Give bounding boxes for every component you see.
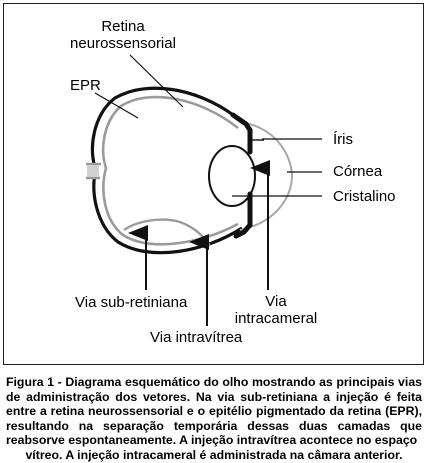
caption-last-line: vítreo. A injeção intracameral é adminis…	[25, 447, 403, 462]
epr-leader	[94, 92, 139, 119]
caption-text: Figura 1 - Diagrama esquemático do olho …	[6, 375, 422, 448]
label-retina: Retina neurossensorial	[60, 18, 186, 52]
label-via-line2: intracameral	[234, 310, 318, 327]
label-cristalino: Cristalino	[333, 188, 396, 205]
label-via-line1: Via	[265, 293, 287, 310]
iris-top	[230, 112, 253, 155]
figure-frame	[3, 3, 424, 365]
label-cornea: Córnea	[333, 163, 383, 180]
label-via-intravitrea: Via intravítrea	[150, 329, 243, 346]
iris-bottom	[233, 191, 253, 239]
retina-layer	[101, 95, 239, 246]
label-via-intracameral: Via intracameral	[226, 293, 326, 327]
label-retina-line2: neurossensorial	[70, 35, 176, 52]
label-retina-line1: Retina	[101, 18, 145, 35]
optic-nerve	[86, 162, 101, 180]
label-via-subretiniana: Via sub-retiniana	[75, 294, 188, 311]
eye-diagram	[86, 54, 322, 326]
label-iris: Íris	[333, 131, 353, 148]
optic-nerve-head	[87, 165, 99, 177]
label-epr: EPR	[70, 77, 101, 94]
retina-leader	[129, 54, 184, 108]
figure-caption: Figura 1 - Diagrama esquemático do olho …	[6, 375, 422, 463]
lens	[208, 145, 256, 207]
